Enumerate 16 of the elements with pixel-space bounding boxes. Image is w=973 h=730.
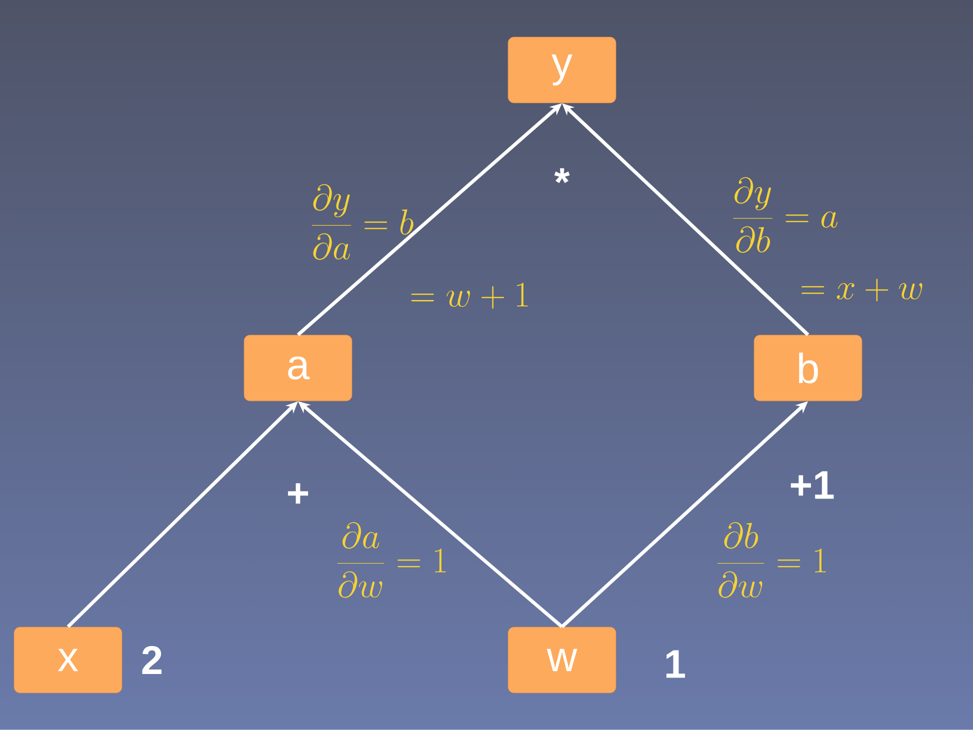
variable-box: b	[754, 334, 862, 402]
gradient-formula: $\frac{\partial y}{\partial a} = b$	[312, 184, 414, 260]
variable-box: x	[14, 626, 122, 694]
operator-label: +	[288, 483, 308, 504]
value-label: 1	[666, 650, 686, 678]
variable-box: w	[508, 626, 616, 694]
gradient-formula: $\frac{\partial b}{\partial w} = 1$	[717, 522, 826, 598]
value-label: 2	[142, 646, 162, 674]
variable-box: a	[244, 334, 352, 402]
operator-label: +1	[790, 471, 834, 499]
gradient-formula: $\frac{\partial a}{\partial w} = 1$	[337, 522, 446, 598]
gradient-formula: $= w+ 1$	[411, 282, 528, 309]
gradient-formula: $\frac{\partial y}{\partial b} = a$	[733, 177, 838, 253]
gradient-formula: $= x + w$	[802, 278, 922, 302]
operator-label: *	[554, 168, 570, 184]
variable-box: y	[508, 36, 616, 104]
